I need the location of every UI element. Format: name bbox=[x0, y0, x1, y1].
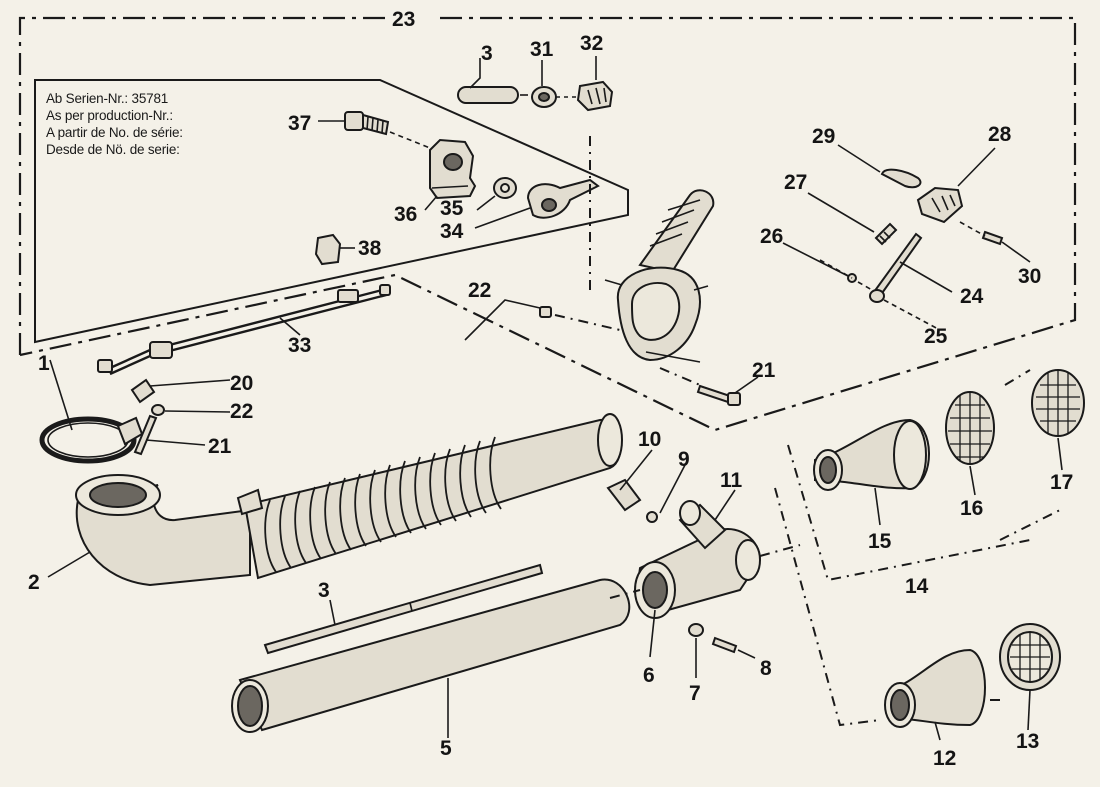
subassembly-boundary-14 bbox=[787, 369, 1061, 582]
bolt-part-21-top bbox=[696, 384, 741, 406]
callout-20: 20 bbox=[230, 372, 253, 395]
inset-panel-border bbox=[34, 79, 629, 344]
callout-9: 9 bbox=[678, 448, 690, 471]
bracket-part-36 bbox=[429, 138, 477, 200]
grille-part-17 bbox=[1031, 369, 1085, 437]
callout-6: 6 bbox=[643, 664, 655, 687]
callout-16: 16 bbox=[960, 497, 983, 520]
bolt-part-37 bbox=[344, 111, 390, 136]
callout-3-top: 3 bbox=[481, 42, 493, 65]
assembly-boundary-23 bbox=[18, 16, 1077, 432]
callout-34: 34 bbox=[440, 220, 464, 243]
subassembly-boundary-12 bbox=[774, 487, 1000, 727]
callout-31: 31 bbox=[530, 38, 554, 61]
callout-37: 37 bbox=[288, 112, 311, 135]
block-part-38 bbox=[314, 233, 355, 266]
nut-part-22-left bbox=[151, 404, 165, 416]
callout-11: 11 bbox=[720, 469, 743, 492]
elbow-hose-part-2 bbox=[75, 413, 623, 587]
callout-28: 28 bbox=[988, 123, 1012, 146]
callout-21-left: 21 bbox=[208, 435, 232, 458]
callout-5: 5 bbox=[440, 737, 452, 760]
fitting-part-10 bbox=[606, 478, 642, 512]
callout-32: 32 bbox=[580, 32, 603, 55]
callout-2: 2 bbox=[28, 571, 40, 594]
serial-note-es: Desde de Nö. de serie: bbox=[46, 142, 180, 157]
callout-7: 7 bbox=[689, 682, 701, 705]
callout-30: 30 bbox=[1018, 265, 1041, 288]
housing-part-28 bbox=[916, 186, 964, 224]
callout-22-left: 22 bbox=[230, 400, 253, 423]
nut-part-31 bbox=[531, 86, 578, 108]
washer-part-9 bbox=[646, 511, 658, 523]
nozzle-part-12 bbox=[884, 648, 986, 728]
knob-part-32 bbox=[576, 80, 614, 112]
screw-part-30 bbox=[981, 230, 1004, 246]
rod-part-3-bottom bbox=[263, 563, 544, 655]
callout-27: 27 bbox=[784, 171, 807, 194]
axis-tube-junction bbox=[609, 544, 801, 599]
serial-number-note: Ab Serien-Nr.: 35781 As per production-N… bbox=[46, 90, 183, 158]
callout-36: 36 bbox=[394, 203, 417, 226]
callout-1: 1 bbox=[38, 352, 50, 375]
callout-21-top: 21 bbox=[752, 359, 776, 382]
rod-part-24 bbox=[869, 232, 923, 303]
junction-part-6 bbox=[634, 528, 762, 619]
callout-12: 12 bbox=[933, 747, 956, 770]
axis-handle-22 bbox=[554, 314, 621, 331]
callout-26: 26 bbox=[760, 225, 783, 248]
serial-note-fr: A partir de No. de série: bbox=[46, 125, 183, 140]
bolt-part-21-left bbox=[133, 414, 158, 456]
callout-29: 29 bbox=[812, 125, 835, 148]
callout-35: 35 bbox=[440, 197, 464, 220]
washer-part-35 bbox=[493, 177, 517, 199]
serial-note-de: Ab Serien-Nr.: 35781 bbox=[46, 91, 169, 106]
grille-part-13 bbox=[999, 623, 1061, 691]
screw-part-8 bbox=[711, 636, 738, 654]
blow-tube-part-5 bbox=[231, 578, 631, 733]
serial-note-en: As per production-Nr.: bbox=[46, 108, 173, 123]
callout-38: 38 bbox=[358, 237, 382, 260]
hose-clamp-part-1 bbox=[39, 416, 144, 464]
port-part-11 bbox=[678, 500, 727, 550]
callout-23: 23 bbox=[392, 8, 415, 31]
callout-24: 24 bbox=[960, 285, 984, 308]
spring-part-27 bbox=[874, 222, 898, 246]
callout-25: 25 bbox=[924, 325, 948, 348]
axis-handle-21 bbox=[659, 367, 701, 386]
callout-10: 10 bbox=[638, 428, 661, 451]
throttle-cable-part-33 bbox=[97, 284, 391, 376]
nozzle-part-15 bbox=[813, 418, 930, 491]
callout-17: 17 bbox=[1050, 471, 1073, 494]
callout-3-bottom: 3 bbox=[318, 579, 330, 602]
axis-37-36 bbox=[389, 131, 431, 149]
nut-part-22-top bbox=[539, 306, 552, 318]
callout-8: 8 bbox=[760, 657, 772, 680]
cap-part-29 bbox=[880, 168, 922, 189]
callout-22-top: 22 bbox=[468, 279, 491, 302]
callout-13: 13 bbox=[1016, 730, 1039, 753]
sleeve-part-20 bbox=[130, 378, 156, 404]
throttle-handle-assembly bbox=[604, 189, 715, 363]
callout-14: 14 bbox=[905, 575, 929, 598]
grille-part-16 bbox=[945, 391, 995, 465]
axis-parts-26-30 bbox=[819, 221, 986, 331]
nut-part-7 bbox=[688, 623, 704, 637]
pin-part-3-top bbox=[457, 86, 528, 104]
lever-part-34 bbox=[526, 178, 600, 219]
leader-lines bbox=[47, 56, 1063, 741]
callout-numbers: 23 3 31 32 37 29 28 27 36 35 34 26 38 30… bbox=[28, 8, 1073, 770]
callout-33: 33 bbox=[288, 334, 311, 357]
callout-15: 15 bbox=[868, 530, 892, 553]
